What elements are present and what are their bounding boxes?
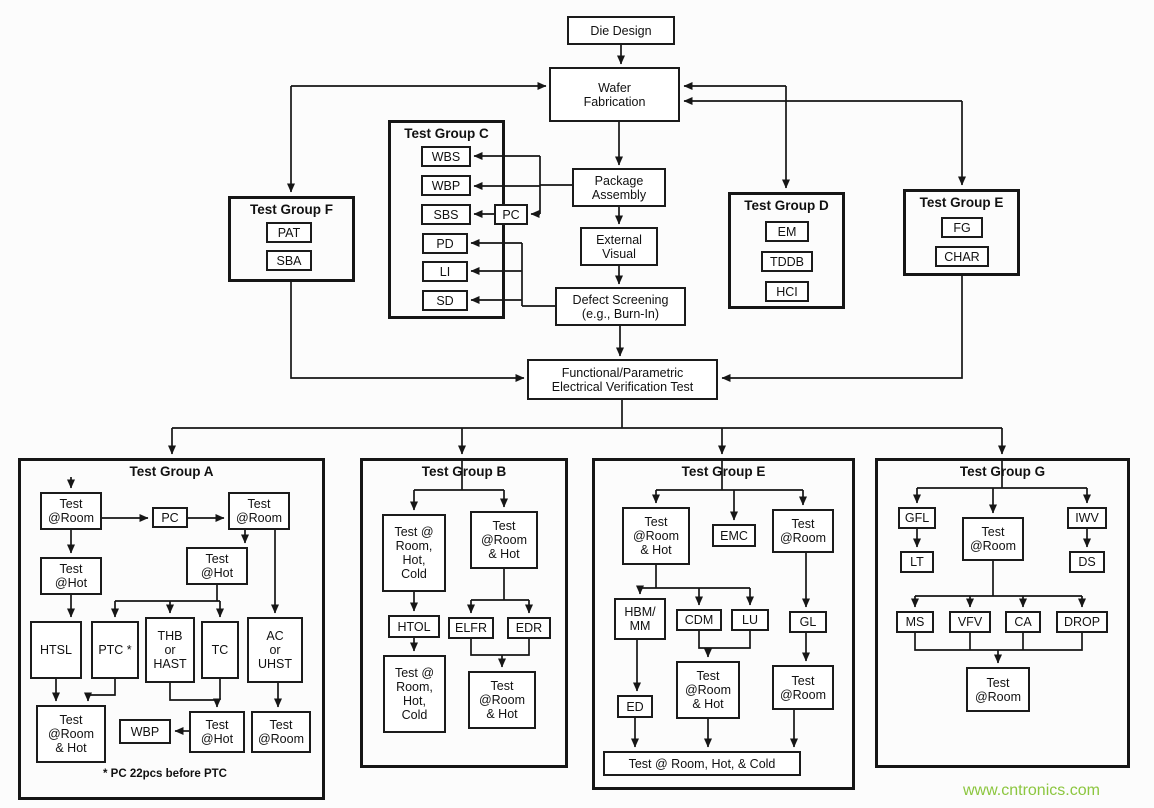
test-group-a-box <box>18 458 325 800</box>
test-group-e-bottom-box <box>592 458 855 790</box>
test-group-b-title: Test Group B <box>421 464 507 479</box>
e-test-room-1-box: Test @Room <box>772 509 834 553</box>
die-design-box: Die Design <box>567 16 675 45</box>
b-test-room-hot-1-box: Test @Room & Hot <box>470 511 538 569</box>
b-test-rhc-2-box: Test @ Room, Hot, Cold <box>383 655 446 733</box>
vfv-box: VFV <box>949 611 991 633</box>
sbs-box: SBS <box>421 204 471 225</box>
test-group-d-title: Test Group D <box>744 198 829 213</box>
b-test-room-hot-2-box: Test @Room & Hot <box>468 671 536 729</box>
external-visual-box: External Visual <box>580 227 658 266</box>
wbs-box: WBS <box>421 146 471 167</box>
e-final-bar: Test @ Room, Hot, & Cold <box>603 751 801 776</box>
char-box: CHAR <box>935 246 989 267</box>
pc-box-group-c: PC <box>494 204 528 225</box>
lt-box: LT <box>900 551 934 573</box>
hci-box: HCI <box>765 281 809 302</box>
ptc-box: PTC * <box>91 621 139 679</box>
a-test-room-hot-box: Test @Room & Hot <box>36 705 106 763</box>
emc-box: EMC <box>712 524 756 547</box>
functional-test-box: Functional/Parametric Electrical Verific… <box>527 359 718 400</box>
gl-box: GL <box>789 611 827 633</box>
ds-box: DS <box>1069 551 1105 573</box>
elfr-box: ELFR <box>448 617 494 639</box>
watermark: www.cntronics.com <box>963 782 1100 799</box>
sd-box: SD <box>422 290 468 311</box>
em-box: EM <box>765 221 809 242</box>
g-test-room-2-box: Test @Room <box>966 667 1030 712</box>
test-group-c-title: Test Group C <box>404 126 489 141</box>
edr-box: EDR <box>507 617 551 639</box>
iwv-box: IWV <box>1067 507 1107 529</box>
cdm-box: CDM <box>676 609 722 631</box>
gfl-box: GFL <box>898 507 936 529</box>
lu-box: LU <box>731 609 769 631</box>
htsl-box: HTSL <box>30 621 82 679</box>
a-pc-box: PC <box>152 507 188 528</box>
li-box: LI <box>422 261 468 282</box>
e-test-room-2-box: Test @Room <box>772 665 834 710</box>
drop-box: DROP <box>1056 611 1108 633</box>
test-group-e-top-title: Test Group E <box>919 195 1004 210</box>
fg-box: FG <box>941 217 983 238</box>
b-test-rhc-1-box: Test @ Room, Hot, Cold <box>382 514 446 592</box>
pd-box: PD <box>422 233 468 254</box>
hbm-mm-box: HBM/ MM <box>614 598 666 640</box>
a-test-hot-1-box: Test @Hot <box>40 557 102 595</box>
a-test-room-1-box: Test @Room <box>40 492 102 530</box>
ac-uhst-box: AC or UHST <box>247 617 303 683</box>
ms-box: MS <box>896 611 934 633</box>
test-group-f-title: Test Group F <box>250 202 333 217</box>
thb-hast-box: THB or HAST <box>145 617 195 683</box>
e-test-room-hot-1-box: Test @Room & Hot <box>622 507 690 565</box>
sba-box: SBA <box>266 250 312 271</box>
test-group-a-title: Test Group A <box>129 464 214 479</box>
test-group-g-box <box>875 458 1130 768</box>
ca-box: CA <box>1005 611 1041 633</box>
tc-box: TC <box>201 621 239 679</box>
test-group-e-top-box <box>903 189 1020 276</box>
htol-box: HTOL <box>388 615 440 638</box>
ed-box: ED <box>617 695 653 718</box>
defect-screening-box: Defect Screening (e.g., Burn-In) <box>555 287 686 326</box>
e-test-room-hot-2-box: Test @Room & Hot <box>676 661 740 719</box>
a-test-hot-3-box: Test @Hot <box>189 711 245 753</box>
g-test-room-1-box: Test @Room <box>962 517 1024 561</box>
wbp-box: WBP <box>421 175 471 196</box>
a-wbp-box: WBP <box>119 719 171 744</box>
test-group-e-bottom-title: Test Group E <box>681 464 766 479</box>
a-test-room-3-box: Test @Room <box>251 711 311 753</box>
tddb-box: TDDB <box>761 251 813 272</box>
group-a-footnote: * PC 22pcs before PTC <box>103 768 227 780</box>
wafer-fabrication-box: Wafer Fabrication <box>549 67 680 122</box>
pat-box: PAT <box>266 222 312 243</box>
a-test-room-2-box: Test @Room <box>228 492 290 530</box>
test-group-d-box <box>728 192 845 309</box>
test-group-f-box <box>228 196 355 282</box>
test-group-g-title: Test Group G <box>959 464 1046 479</box>
package-assembly-box: Package Assembly <box>572 168 666 207</box>
a-test-hot-2-box: Test @Hot <box>186 547 248 585</box>
test-group-b-box <box>360 458 568 768</box>
